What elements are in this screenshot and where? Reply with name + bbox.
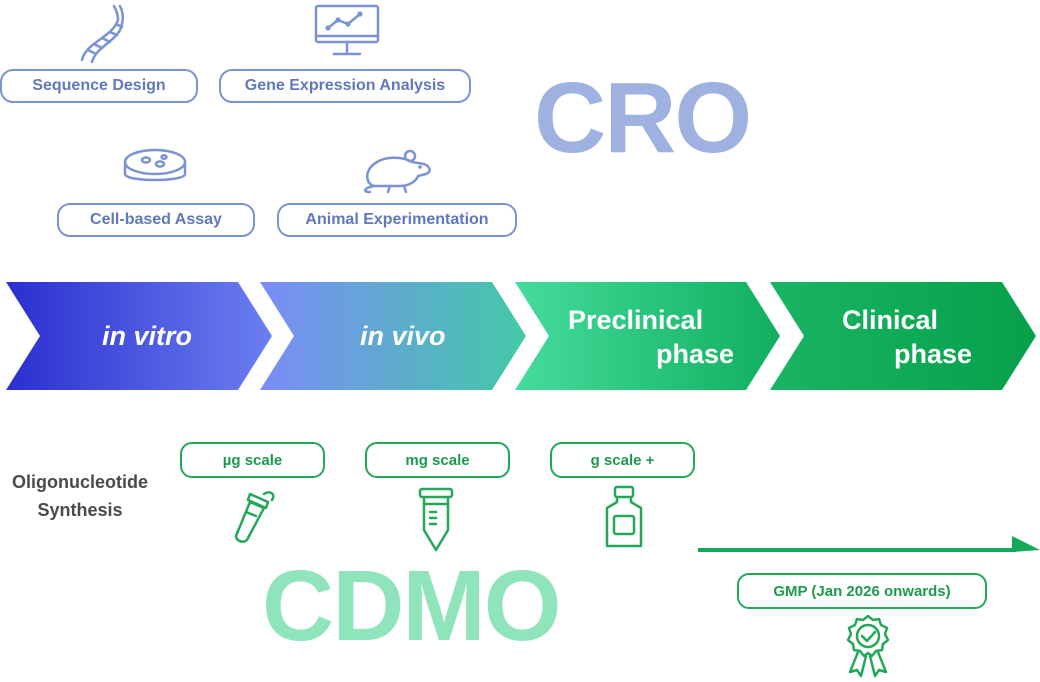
g-scale-pill: g scale + [550, 442, 695, 478]
side-label-line2: Synthesis [37, 500, 123, 520]
stage-label-clinical-line1: Clinical [842, 305, 939, 335]
stage-arrow-clinical [770, 282, 1036, 390]
petri-dish-icon [123, 148, 187, 182]
stage-label-preclinical-line2: phase [656, 339, 735, 369]
stage-label-clinical-line2: phase [894, 339, 973, 369]
stage-label-in-vitro: in vitro [102, 321, 193, 351]
dna-icon [80, 4, 125, 64]
mg-scale-pill: mg scale [365, 442, 510, 478]
animal-experimentation-pill: Animal Experimentation [277, 203, 517, 237]
ug-scale-pill: µg scale [180, 442, 325, 478]
side-label-line1: Oligonucleotide [11, 472, 148, 492]
cell-assay-pill: Cell-based Assay [57, 203, 255, 237]
stage-label-in-vivo: in vivo [360, 321, 446, 351]
cro-title: CRO [534, 62, 752, 174]
vial-icon [605, 485, 643, 548]
stage-label-preclinical-line1: Preclinical [568, 305, 704, 335]
sequence-design-pill: Sequence Design [0, 69, 198, 103]
gmp-pill: GMP (Jan 2026 onwards) [737, 573, 987, 609]
stage-arrow-in-vivo [260, 282, 526, 390]
oligonucleotide-synthesis-label: Oligonucleotide Synthesis [0, 468, 160, 524]
stage-arrow-preclinical [515, 282, 780, 390]
monitor-chart-icon [314, 4, 380, 56]
certificate-badge-icon [846, 614, 890, 678]
microtube-icon [234, 491, 275, 543]
stage-arrow-in-vitro [6, 282, 272, 390]
conical-tube-icon [418, 487, 454, 552]
mouse-icon [363, 149, 431, 194]
cdmo-title: CDMO [262, 550, 562, 662]
gene-expression-pill: Gene Expression Analysis [219, 69, 471, 103]
